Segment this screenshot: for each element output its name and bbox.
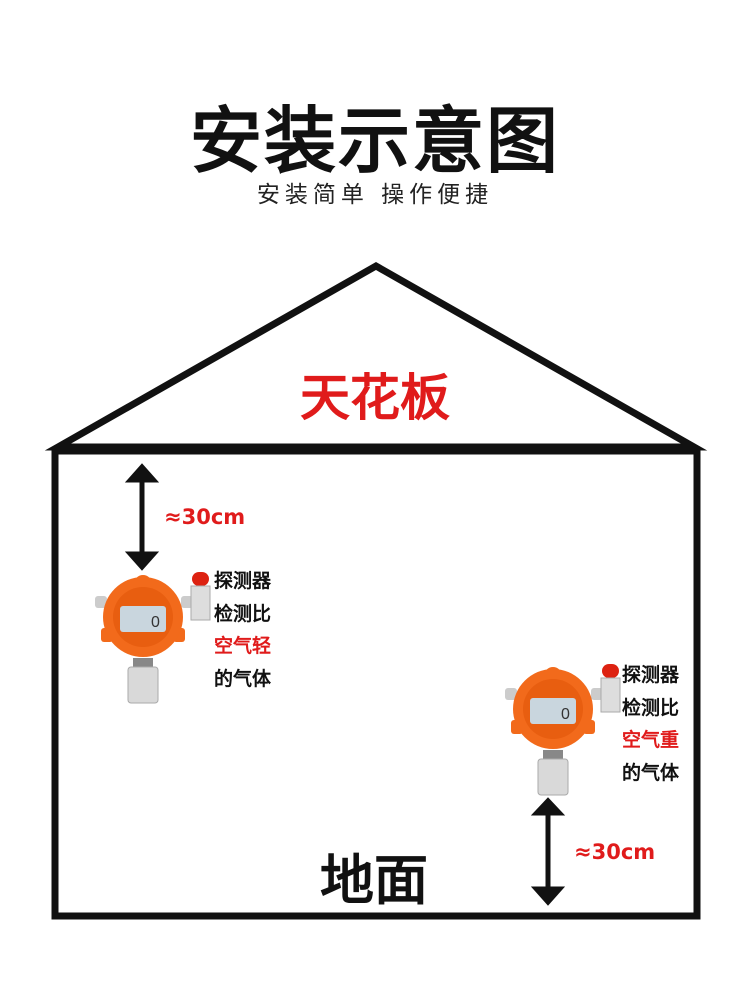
top-distance-label: ≈30cm [164,505,246,529]
label-line-highlight: 空气重 [622,729,680,751]
label-line: 检测比 [622,696,680,719]
label-line: 探测器 [622,664,680,686]
floor-label: 地面 [320,849,428,912]
label-line: 的气体 [214,667,272,690]
light-gas-description: 探测器 检测比 空气轻 的气体 [214,565,271,695]
heavy-gas-description: 探测器 检测比 空气重 的气体 [622,659,679,789]
gas-detector-icon: 0 [505,664,621,796]
ceiling-label: 天花板 [300,369,450,427]
distance-arrow-top [124,463,160,571]
label-line: 检测比 [214,602,272,625]
page-subtitle: 安装简单 操作便捷 [256,182,494,208]
distance-arrow-bottom [530,797,566,906]
bottom-distance-label: ≈30cm [574,840,656,864]
label-line: 的气体 [622,761,680,784]
label-line-highlight: 空气轻 [214,635,272,657]
label-line: 探测器 [214,570,272,592]
gas-detector-icon: 0 [95,572,211,704]
display-readout: 0 [561,706,570,723]
roof [44,261,708,451]
page-title: 安装示意图 [189,99,560,183]
house-walls [51,447,701,920]
display-readout: 0 [151,614,160,631]
